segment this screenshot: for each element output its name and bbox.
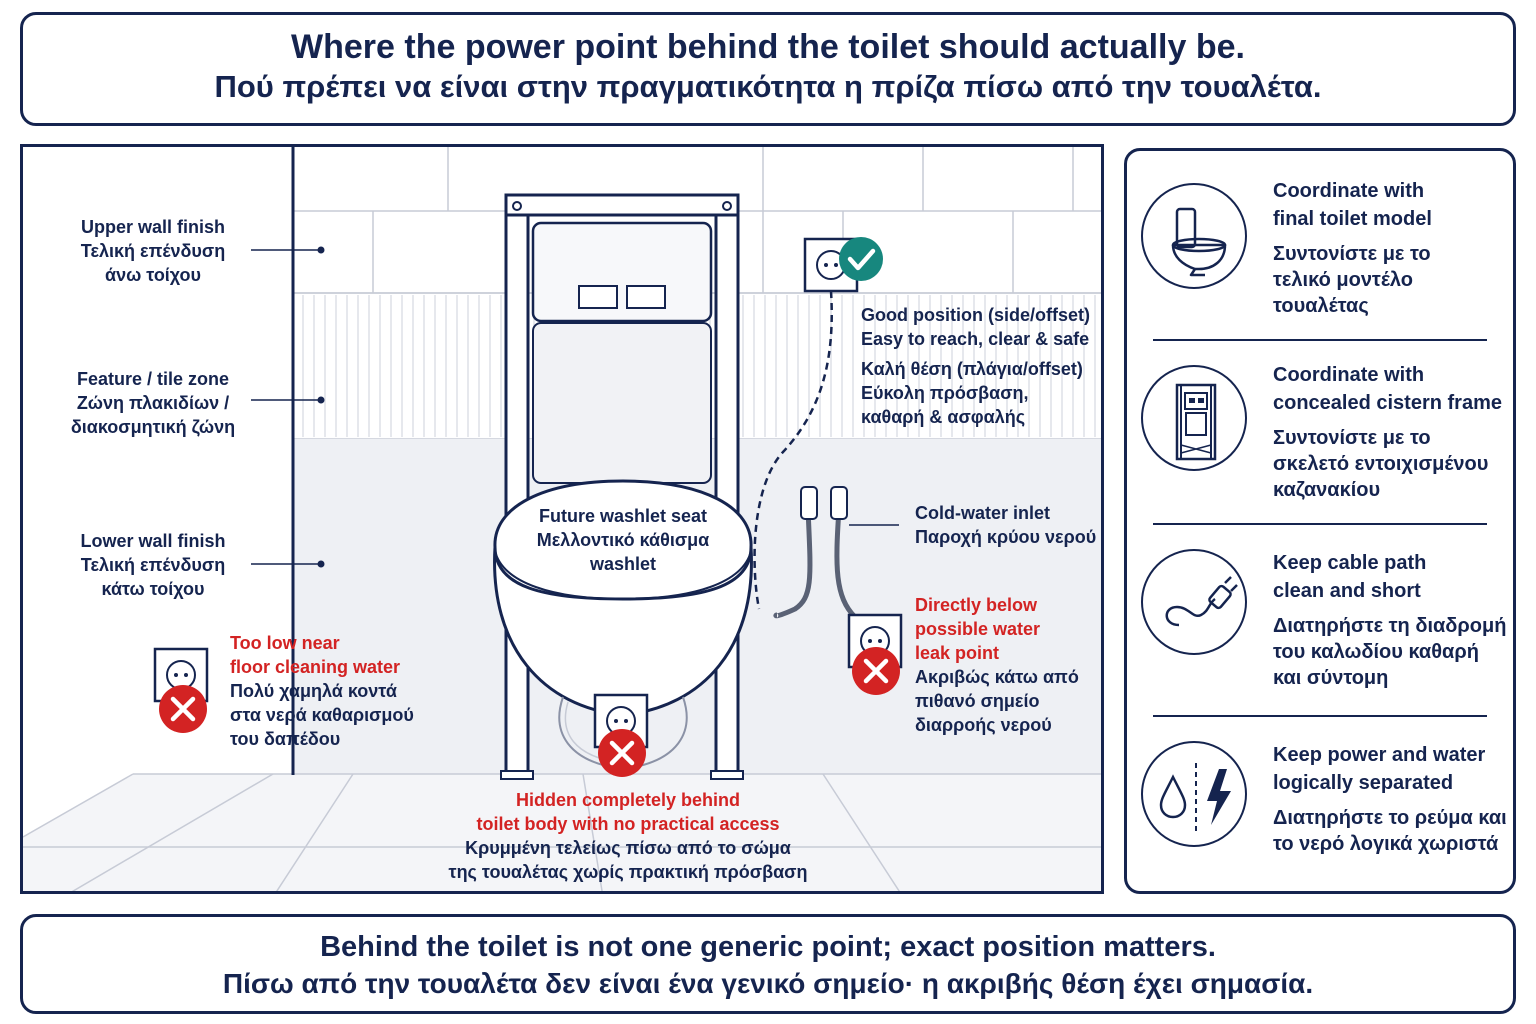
zone-pointers	[251, 249, 321, 565]
cable-path	[753, 290, 833, 610]
feature-zone-dot	[317, 396, 325, 404]
footer-banner: Behind the toilet is not one generic poi…	[20, 914, 1516, 1014]
outlet-hidden	[593, 693, 649, 777]
toilet-bowl	[493, 479, 753, 771]
water-hoses	[773, 486, 899, 619]
outlet-too-low	[153, 647, 209, 733]
flush-plate	[531, 221, 713, 323]
tip-divider	[1153, 715, 1487, 717]
title-english: Where the power point behind the toilet …	[291, 28, 1245, 66]
tip-divider	[1153, 523, 1487, 525]
outlet-below-water	[847, 613, 903, 695]
water-power-icon	[1141, 741, 1247, 847]
scene-illustration	[23, 147, 1101, 891]
upper-zone-dot	[317, 246, 325, 254]
plug-cable-icon	[1141, 549, 1247, 655]
floor	[23, 774, 1101, 891]
outlet-good	[803, 237, 883, 293]
footer-greek: Πίσω από την τουαλέτα δεν είναι ένα γενι…	[222, 968, 1314, 999]
tip-divider	[1153, 339, 1487, 341]
cistern-frame-icon	[1141, 365, 1247, 471]
good-position-label: Good position (side/offset)Easy to reach…	[861, 305, 1090, 427]
toilet-icon	[1141, 183, 1247, 289]
title-greek: Πού πρέπει να είναι στην πραγματικότητα …	[214, 69, 1322, 104]
title-banner: Where the power point behind the toilet …	[20, 12, 1516, 126]
footer-english: Behind the toilet is not one generic poi…	[320, 931, 1216, 963]
good-check-icon	[839, 237, 883, 281]
lower-zone-dot	[317, 560, 325, 568]
